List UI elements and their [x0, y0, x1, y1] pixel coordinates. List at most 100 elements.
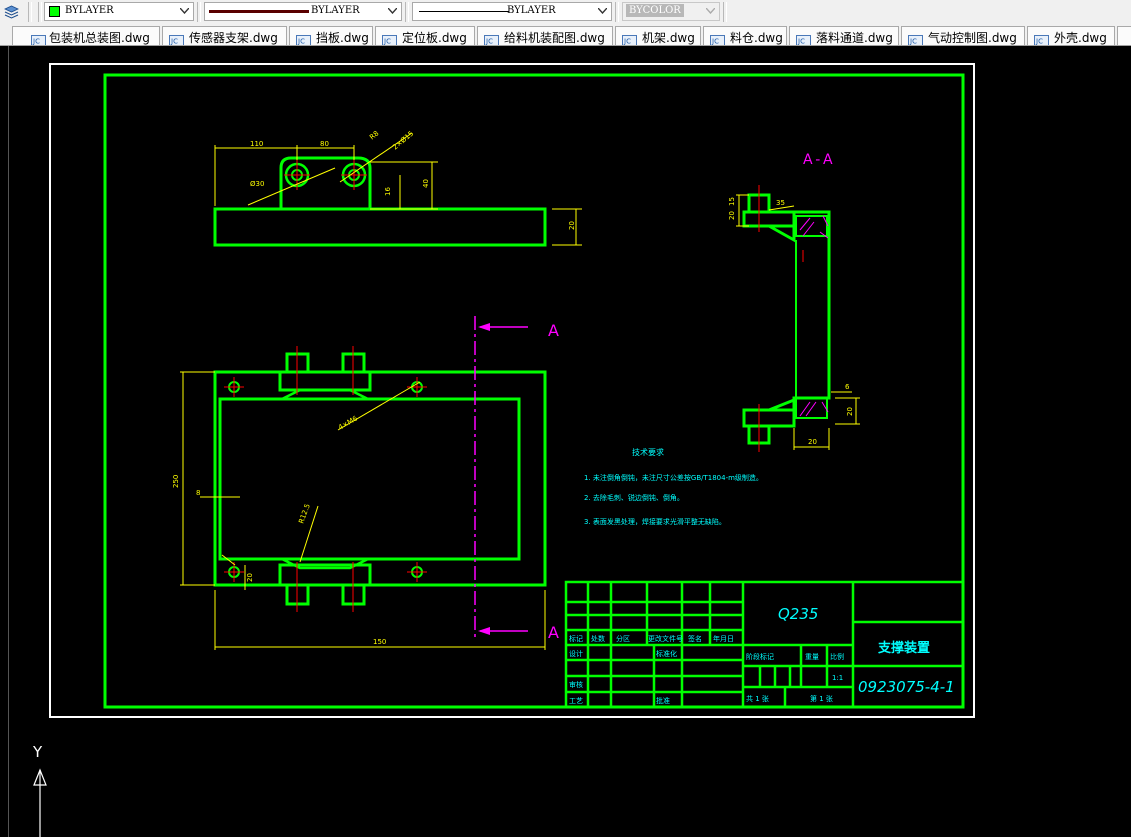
dim-label: 35	[776, 199, 785, 207]
notes-line: 3. 表面发黑处理，焊接要求光滑平整无缺陷。	[584, 517, 726, 526]
dim-label: 2×Ø15	[391, 129, 415, 151]
dwg-file-icon: JC	[796, 31, 811, 46]
tab-label: 定位板.dwg	[402, 31, 467, 45]
toolbar-separator	[197, 2, 201, 22]
chevron-down-icon[interactable]	[385, 3, 401, 20]
chevron-down-icon[interactable]	[177, 3, 193, 20]
ucs-y-label: Y	[32, 743, 43, 761]
tab-document[interactable]: JC 定位板.dwg	[375, 26, 475, 45]
tab-document[interactable]: JC 落料通道.dwg	[789, 26, 899, 45]
drawing-frame	[103, 73, 965, 709]
material-value: Q235	[778, 605, 818, 623]
tab-document[interactable]: JC 料仓.dwg	[703, 26, 787, 45]
tab-document[interactable]: JC 气动控制图.dwg	[901, 26, 1025, 45]
section-view	[736, 185, 860, 452]
svg-text:JC: JC	[32, 38, 40, 46]
svg-text:JC: JC	[797, 38, 805, 46]
dim-label: 20	[808, 438, 817, 446]
header-label: 处数	[591, 634, 605, 643]
review-label: 批准	[656, 696, 670, 705]
plotstyle-combo-value: BYCOLOR	[626, 4, 684, 17]
dwg-file-icon: JC	[31, 31, 46, 46]
tab-document[interactable]: JC 传感器支架.dwg	[162, 26, 287, 45]
tab-label: 机架.dwg	[642, 31, 695, 45]
svg-text:JC: JC	[909, 38, 917, 46]
dim-label: 150	[373, 638, 386, 646]
dim-label: 80	[320, 140, 329, 148]
left-panel-edge	[0, 46, 9, 837]
toolbar-separator	[405, 2, 409, 22]
section-view-dim-labels: 35 20 15 6 20 20	[728, 197, 854, 446]
chevron-down-icon[interactable]	[595, 3, 611, 20]
color-combo[interactable]: BYLAYER	[44, 2, 194, 21]
properties-toolbar: BYLAYER BYLAYER BYLAYER BYCOLOR	[0, 0, 1131, 25]
dim-label: 16	[384, 187, 392, 196]
sheet-label: 第 1 张	[810, 694, 833, 703]
stage-label: 比例	[830, 652, 844, 661]
svg-text:JC: JC	[170, 38, 178, 46]
svg-text:JC: JC	[297, 38, 305, 46]
toolbar-separator	[723, 2, 727, 22]
review-label: 审核	[569, 680, 583, 689]
toolbar-separator	[38, 2, 42, 22]
drawing-canvas[interactable]: 110 80 R8 Ø30 16 40 2×Ø15 20	[0, 46, 1131, 837]
document-tab-bar: JC 包装机总装图.dwg JC 传感器支架.dwg JC 挡板.dwg JC …	[0, 24, 1131, 46]
drawing-number: 0923075-4-1	[858, 678, 955, 696]
svg-text:JC: JC	[383, 38, 391, 46]
header-label: 签名	[688, 634, 702, 643]
tab-document[interactable]: JC 机架.dwg	[615, 26, 701, 45]
sheet-label: 共 1 张	[746, 694, 769, 703]
part-name: 支撑装置	[877, 640, 930, 656]
dim-label: 20	[246, 573, 254, 582]
stage-label: 阶段标记	[746, 652, 774, 661]
stage-label: 重量	[805, 653, 819, 661]
tab-label: 给料机装配图.dwg	[504, 31, 605, 45]
tab-label: 料仓.dwg	[730, 31, 783, 45]
svg-text:JC: JC	[623, 38, 631, 46]
header-label: 标记	[569, 634, 583, 643]
tab-document[interactable]: JC 包装机总装图.dwg	[12, 26, 160, 45]
dim-label: 250	[172, 475, 180, 488]
dim-label: 20	[568, 221, 576, 230]
tab-overflow[interactable]	[1117, 26, 1131, 45]
toolbar-separator	[28, 2, 32, 22]
lineweight-combo-value: BYLAYER	[507, 5, 556, 16]
dwg-file-icon: JC	[710, 31, 725, 46]
svg-text:JC: JC	[711, 38, 719, 46]
dwg-file-icon: JC	[382, 31, 397, 46]
lineweight-preview	[419, 11, 509, 12]
dwg-file-icon: JC	[622, 31, 637, 46]
ucs-icon	[33, 768, 47, 837]
title-block	[564, 580, 965, 709]
tab-document[interactable]: JC 挡板.dwg	[289, 26, 373, 45]
lineweight-combo[interactable]: BYLAYER	[412, 2, 612, 21]
linetype-combo[interactable]: BYLAYER	[204, 2, 402, 21]
plotstyle-combo: BYCOLOR	[622, 2, 720, 21]
linetype-combo-value: BYLAYER	[311, 5, 360, 16]
dim-label: 8	[196, 489, 200, 497]
tab-document[interactable]: JC 外壳.dwg	[1027, 26, 1115, 45]
layer-states-icon[interactable]	[3, 3, 20, 20]
dwg-file-icon: JC	[1034, 31, 1049, 46]
linetype-preview	[209, 10, 309, 13]
header-label: 分区	[616, 634, 630, 643]
tab-label: 包装机总装图.dwg	[49, 31, 150, 45]
dim-label: R12.5	[297, 503, 312, 525]
tab-label: 挡板.dwg	[316, 31, 369, 45]
scale-value: 1:1	[832, 674, 843, 682]
technical-notes: 技术要求 1. 未注倒角倒钝，未注尺寸公差按GB/T1804-m级制造。 2. …	[584, 447, 763, 526]
front-view-dim-labels: 250 8 4×M6 R12.5 150 20	[172, 414, 386, 646]
review-label: 工艺	[569, 697, 583, 705]
section-mark-bottom: A	[548, 623, 559, 642]
color-combo-value: BYLAYER	[65, 5, 114, 16]
notes-line: 2. 去除毛刺、锐边倒钝、倒角。	[584, 493, 684, 502]
row-label: 标准化	[656, 649, 677, 658]
svg-text:JC: JC	[1035, 38, 1043, 46]
section-view-title: A-A	[803, 152, 836, 168]
tab-document[interactable]: JC 给料机装配图.dwg	[477, 26, 613, 45]
header-label: 更改文件号	[648, 634, 683, 643]
tab-label: 传感器支架.dwg	[189, 31, 278, 45]
dim-label: 110	[250, 140, 263, 148]
dim-label: 6	[845, 383, 850, 391]
dim-label: R8	[368, 129, 380, 141]
